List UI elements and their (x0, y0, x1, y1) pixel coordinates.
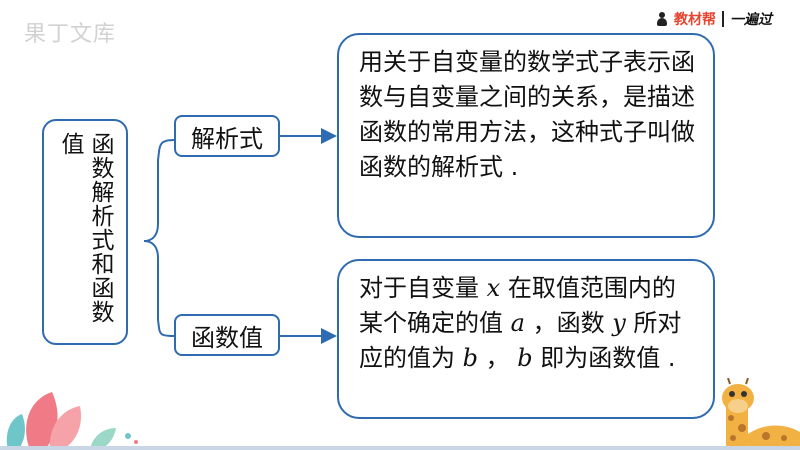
main-topic-box: 函数解析式和函数值 (42, 119, 128, 345)
definition-text-part: 所对应的值为 (359, 309, 682, 372)
label-box-analytic-expression: 解析式 (174, 115, 280, 157)
label-analytic-expression: 解析式 (191, 124, 263, 153)
giraffe-mascot-icon (722, 378, 800, 450)
main-topic-title: 函数解析式和函数值 (57, 132, 113, 324)
label-function-value: 函数值 (191, 323, 263, 352)
variable-a: a (510, 309, 525, 337)
variable-b: b (462, 344, 479, 372)
definition-box-analytic-expression: 用关于自变量的数学式子表示函数与自变量之间的关系，是描述函数的常用方法，这种式子… (337, 33, 715, 238)
brand-separator (722, 11, 724, 27)
definition-text-analytic-expression: 用关于自变量的数学式子表示函数与自变量之间的关系，是描述函数的常用方法，这种式子… (359, 48, 695, 181)
label-box-function-value: 函数值 (174, 314, 280, 356)
definition-box-function-value: 对于自变量 x 在取值范围内的某个确定的值 a ，函数 y 所对应的值为 b ，… (337, 259, 715, 419)
brand-name: 教材帮 (674, 12, 716, 28)
definition-text-part: ，函数 (524, 309, 613, 337)
variable-x: x (486, 274, 501, 302)
watermark-text: 果丁文库 (24, 22, 117, 47)
brand-slogan: 一遍过 (730, 12, 772, 28)
variable-y: y (612, 309, 626, 337)
decorative-leaves-icon (6, 392, 138, 450)
variable-b: b (517, 344, 533, 372)
brand-person-icon (656, 12, 668, 26)
bottom-bar (0, 446, 800, 450)
brand-logo: 教材帮 一遍过 (656, 8, 772, 30)
definition-text-part: ， (478, 344, 518, 372)
definition-text-part: 对于自变量 (359, 274, 487, 302)
definition-text-part: 在取值范围内的某个确定的值 (359, 274, 676, 337)
definition-text-part: 即为函数值 . (532, 344, 676, 372)
brace-connector (143, 139, 175, 337)
